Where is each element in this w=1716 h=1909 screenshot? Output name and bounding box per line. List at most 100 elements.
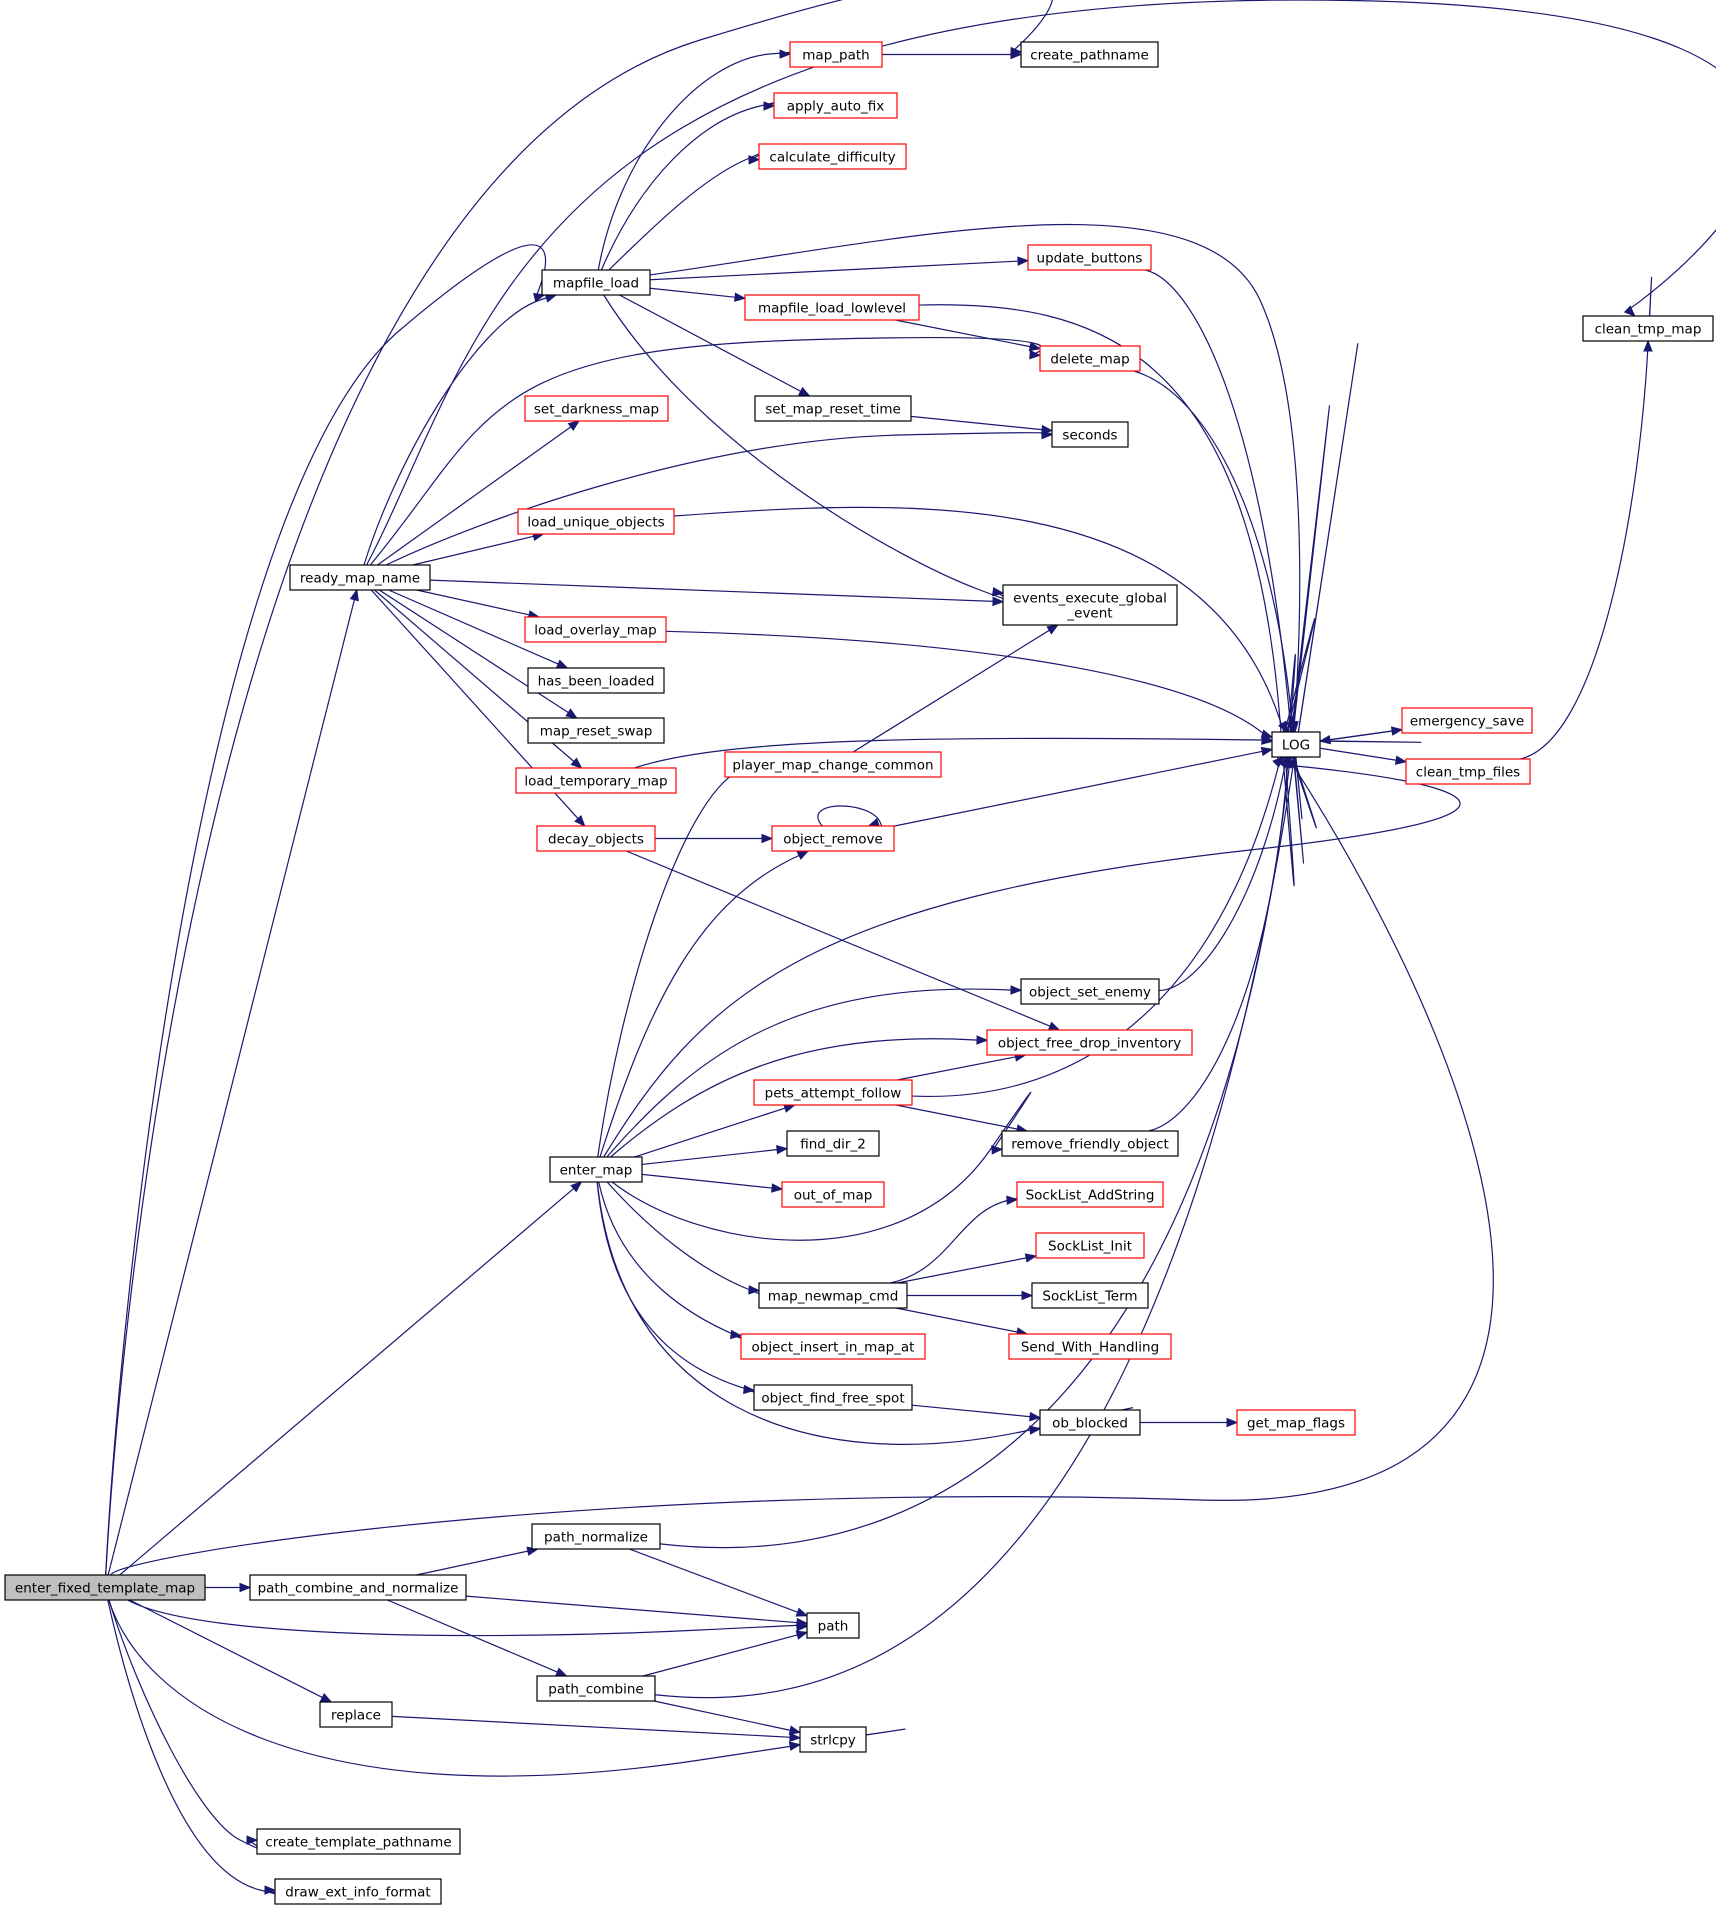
- node-box: [754, 395, 912, 422]
- node-path_normalize[interactable]: path_normalize: [531, 1523, 661, 1550]
- node-box: [1236, 1409, 1356, 1436]
- node-box: [1582, 315, 1714, 342]
- node-box: [274, 1878, 442, 1905]
- node-box: [531, 1523, 661, 1550]
- node-label: Send_With_Handling: [1021, 1340, 1159, 1356]
- node-ob_blocked[interactable]: ob_blocked: [1039, 1409, 1141, 1436]
- node-update_buttons[interactable]: update_buttons: [1027, 244, 1152, 271]
- edge-pets_attempt_follow-to-LOG: [911, 618, 1316, 1097]
- node-path_combine[interactable]: path_combine: [536, 1675, 656, 1702]
- node-label: replace: [331, 1708, 381, 1724]
- node-object_find_free_spot[interactable]: object_find_free_spot: [753, 1384, 913, 1411]
- node-SockList_AddString[interactable]: SockList_AddString: [1016, 1181, 1164, 1208]
- node-find_dir_2[interactable]: find_dir_2: [786, 1130, 880, 1157]
- node-LOG[interactable]: LOG: [1271, 731, 1321, 758]
- node-box: [781, 1181, 885, 1208]
- node-ready_map_name[interactable]: ready_map_name: [289, 564, 431, 591]
- node-player_map_change_common[interactable]: player_map_change_common: [724, 751, 942, 778]
- node-box: [753, 1079, 913, 1106]
- node-load_overlay_map[interactable]: load_overlay_map: [524, 616, 667, 643]
- node-clean_tmp_files[interactable]: clean_tmp_files: [1405, 758, 1531, 785]
- node-enter_fixed_template_map[interactable]: enter_fixed_template_map: [4, 1574, 206, 1601]
- edge-object_remove-to-LOG: [893, 746, 1274, 827]
- node-box: [549, 1156, 643, 1183]
- node-strlcpy[interactable]: strlcpy: [799, 1726, 867, 1753]
- node-create_pathname[interactable]: create_pathname: [1020, 41, 1159, 68]
- node-decay_objects[interactable]: decay_objects: [536, 825, 656, 852]
- node-label: create_template_pathname: [265, 1835, 451, 1851]
- node-remove_friendly_object[interactable]: remove_friendly_object: [1001, 1130, 1179, 1157]
- node-create_template_pathname[interactable]: create_template_pathname: [256, 1828, 461, 1855]
- edge-layer: [105, 0, 1716, 1900]
- edge-map_newmap_cmd-to-Send_With_Handling: [895, 1307, 1029, 1337]
- node-get_map_flags[interactable]: get_map_flags: [1236, 1409, 1356, 1436]
- node-set_map_reset_time[interactable]: set_map_reset_time: [754, 395, 912, 422]
- node-box: [536, 825, 656, 852]
- node-SockList_Init[interactable]: SockList_Init: [1035, 1232, 1145, 1259]
- node-map_newmap_cmd[interactable]: map_newmap_cmd: [758, 1282, 908, 1309]
- node-map_path[interactable]: map_path: [789, 41, 883, 68]
- node-pets_attempt_follow[interactable]: pets_attempt_follow: [753, 1079, 913, 1106]
- node-out_of_map[interactable]: out_of_map: [781, 1181, 885, 1208]
- node-box: [4, 1574, 206, 1601]
- edge-decay_objects-to-object_remove: [655, 833, 774, 844]
- node-box: [1039, 345, 1141, 372]
- node-mapfile_load[interactable]: mapfile_load: [541, 269, 651, 296]
- edge-load_temporary_map-to-LOG: [634, 735, 1422, 769]
- edge-mapfile_load-to-mapfile_load_lowlevel: [649, 287, 747, 302]
- node-path[interactable]: path: [806, 1612, 860, 1639]
- node-label: object_find_free_spot: [761, 1391, 904, 1407]
- node-label: SockList_AddString: [1026, 1188, 1155, 1204]
- node-object_remove[interactable]: object_remove: [771, 825, 895, 852]
- node-draw_ext_info_format[interactable]: draw_ext_info_format: [274, 1878, 442, 1905]
- node-map_reset_swap[interactable]: map_reset_swap: [527, 717, 665, 744]
- node-apply_auto_fix[interactable]: apply_auto_fix: [773, 92, 898, 119]
- node-label: draw_ext_info_format: [285, 1885, 430, 1901]
- edge-path_combine-to-LOG: [654, 343, 1359, 1699]
- node-label: decay_objects: [548, 832, 644, 848]
- node-label: player_map_change_common: [732, 758, 933, 774]
- node-has_been_loaded[interactable]: has_been_loaded: [527, 667, 665, 694]
- node-delete_map[interactable]: delete_map: [1039, 345, 1141, 372]
- node-object_set_enemy[interactable]: object_set_enemy: [1020, 978, 1160, 1005]
- node-label: get_map_flags: [1247, 1416, 1345, 1432]
- node-path_combine_and_normalize[interactable]: path_combine_and_normalize: [249, 1574, 467, 1601]
- edge-path_combine_and_normalize-to-path: [465, 1595, 809, 1628]
- node-mapfile_load_lowlevel[interactable]: mapfile_load_lowlevel: [744, 294, 920, 321]
- edge-map_path-to-create_pathname: [882, 49, 1023, 60]
- node-label: clean_tmp_map: [1595, 322, 1702, 338]
- node-label: object_set_enemy: [1029, 985, 1151, 1001]
- edge-load_overlay_map-to-LOG: [665, 630, 1294, 760]
- node-SockList_Term[interactable]: SockList_Term: [1031, 1282, 1149, 1309]
- edge-pets_attempt_follow-to-object_free_drop_inventory: [897, 1052, 1027, 1081]
- node-replace[interactable]: replace: [319, 1701, 393, 1728]
- node-label: path_combine_and_normalize: [258, 1581, 459, 1597]
- node-label: mapfile_load: [553, 276, 639, 292]
- node-box: [806, 1612, 860, 1639]
- node-object_insert_in_map_at[interactable]: object_insert_in_map_at: [740, 1333, 926, 1360]
- node-box: [524, 395, 669, 422]
- node-label: path: [818, 1619, 849, 1635]
- node-label: mapfile_load_lowlevel: [758, 301, 906, 317]
- edge-ready_map_name-to-has_been_loaded: [388, 589, 569, 669]
- node-label: apply_auto_fix: [787, 99, 885, 115]
- edge-enter_map-to-remove_friendly_object: [611, 1091, 1032, 1241]
- node-calculate_difficulty[interactable]: calculate_difficulty: [758, 143, 907, 170]
- edge-replace-to-strlcpy: [391, 1715, 802, 1742]
- edge-ready_map_name-to-map_reset_swap: [378, 589, 578, 719]
- node-enter_map[interactable]: enter_map: [549, 1156, 643, 1183]
- node-box: [986, 1029, 1193, 1056]
- node-box: [1016, 1181, 1164, 1208]
- node-emergency_save[interactable]: emergency_save: [1401, 707, 1533, 734]
- node-events_execute_global_event[interactable]: events_execute_global_event: [1002, 584, 1178, 626]
- node-seconds[interactable]: seconds: [1051, 421, 1129, 448]
- node-box: [517, 508, 675, 535]
- node-Send_With_Handling[interactable]: Send_With_Handling: [1008, 1333, 1172, 1360]
- edge-player_map_change_common-to-events_execute_global_event: [852, 624, 1059, 753]
- node-object_free_drop_inventory[interactable]: object_free_drop_inventory: [986, 1029, 1193, 1056]
- node-clean_tmp_map[interactable]: clean_tmp_map: [1582, 315, 1714, 342]
- node-set_darkness_map[interactable]: set_darkness_map: [524, 395, 669, 422]
- node-label: _event: [1066, 606, 1112, 622]
- node-load_temporary_map[interactable]: load_temporary_map: [515, 767, 677, 794]
- node-load_unique_objects[interactable]: load_unique_objects: [517, 508, 675, 535]
